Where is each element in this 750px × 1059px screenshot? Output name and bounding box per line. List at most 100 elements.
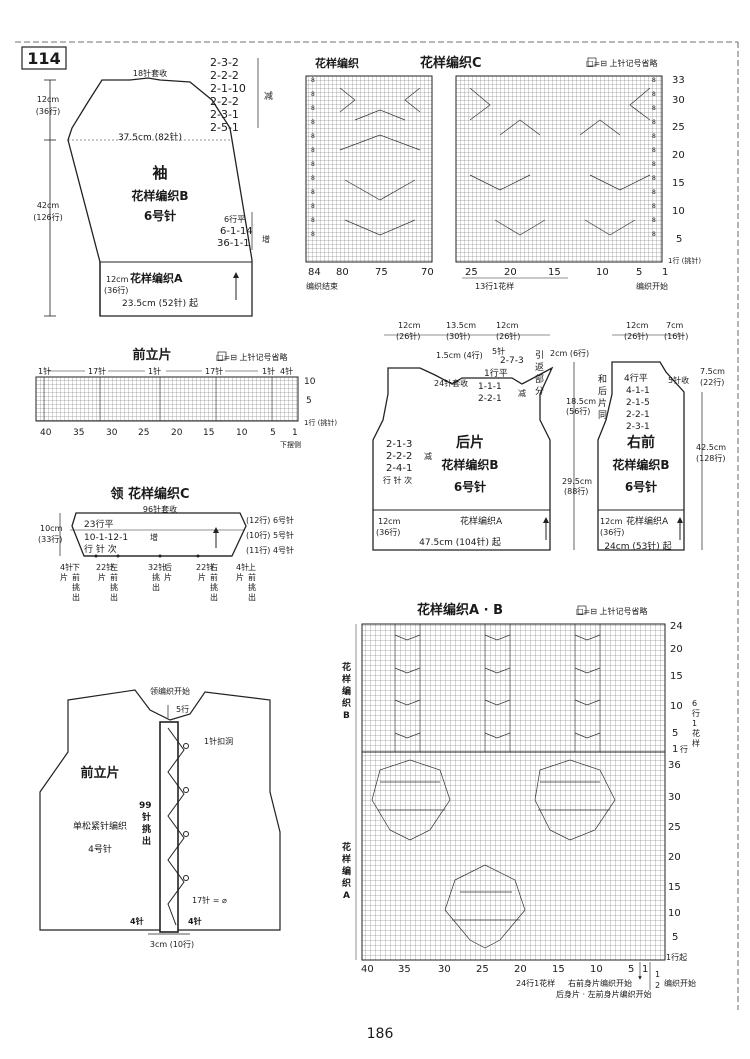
back-rib-height: 12cm xyxy=(378,517,401,526)
back-neck-bind: 24针套收 xyxy=(434,378,468,388)
svg-text:2-1-3: 2-1-3 xyxy=(386,439,412,450)
svg-text:2-2-1: 2-2-1 xyxy=(626,410,650,420)
svg-text:出: 出 xyxy=(210,592,218,602)
svg-text:花: 花 xyxy=(342,841,351,853)
chart-ab-left-b: 花 样 编 织 B xyxy=(342,661,351,721)
right-front-diagram xyxy=(597,334,703,551)
back-shoulder: 2cm (6行) xyxy=(550,348,589,358)
svg-text:17针: 17针 xyxy=(88,366,106,376)
right-front-neck-decrease: 4行平 4-1-1 2-1-5 2-2-1 2-3-1 xyxy=(624,372,650,432)
sleeve-cuff-height: 12cm xyxy=(106,275,129,284)
chart-ab-grid xyxy=(361,623,666,961)
svg-text:8: 8 xyxy=(652,147,656,154)
svg-text:出: 出 xyxy=(72,592,80,602)
svg-text:1行平: 1行平 xyxy=(484,367,508,379)
svg-text:样: 样 xyxy=(692,738,700,748)
svg-text:20: 20 xyxy=(670,644,683,655)
svg-text:2-7-3: 2-7-3 xyxy=(500,356,524,366)
sleeve-upper-width: 37.5cm (82针) xyxy=(118,131,182,143)
svg-text:99: 99 xyxy=(139,801,152,811)
svg-text:上: 上 xyxy=(248,563,256,572)
svg-text:挑: 挑 xyxy=(72,582,80,592)
svg-text:8: 8 xyxy=(311,133,315,140)
svg-text:2-1-10: 2-1-10 xyxy=(210,82,246,95)
svg-text:前: 前 xyxy=(72,572,80,582)
svg-text:17针: 17针 xyxy=(205,366,223,376)
svg-text:8: 8 xyxy=(652,105,656,112)
back-bottom: 47.5cm (104针) 起 xyxy=(419,536,501,548)
right-front-neck-depth: 7.5cm xyxy=(700,367,725,376)
collar-pickups: 4针 22针 32针 22针 4针 下 前 挑 出 片 左 前 挑 出 片 后 … xyxy=(60,562,256,602)
chart-ab-legend: □=⊟ 上针记号省略 xyxy=(576,606,648,616)
svg-text:25: 25 xyxy=(668,822,681,833)
svg-text:挑: 挑 xyxy=(110,582,118,592)
right-front-neck-rows: (22行) xyxy=(700,377,724,387)
right-front-same-as-back: 和 后 片 同 xyxy=(598,374,607,421)
svg-text:1针: 1针 xyxy=(38,366,51,376)
front-band-top-count: 5行 xyxy=(176,704,189,714)
back-diagram xyxy=(372,334,575,551)
svg-text:挑: 挑 xyxy=(210,582,218,592)
back-dec-word: 减 xyxy=(518,388,526,398)
svg-text:织: 织 xyxy=(342,697,351,709)
svg-text:6-1-14: 6-1-14 xyxy=(220,226,253,237)
svg-text:20: 20 xyxy=(514,964,527,975)
back-rib: 花样编织A xyxy=(460,515,503,527)
svg-text:10: 10 xyxy=(304,377,316,387)
right-front-top-widths: 12cm (26针) 7cm (16针) xyxy=(624,321,688,341)
svg-text:12cm: 12cm xyxy=(398,321,421,330)
front-band-legend: □=⊟ 上针记号省略 xyxy=(216,352,288,362)
collar-inc: 增 xyxy=(150,532,158,542)
svg-text:36: 36 xyxy=(668,760,681,771)
svg-text:20: 20 xyxy=(504,267,517,278)
back-neck-decrease: 2-7-3 1行平 1-1-1 2-2-1 xyxy=(478,356,524,404)
chart-ab-bottom-ticks: 40 35 30 25 20 15 10 5 1 xyxy=(361,964,648,975)
svg-text:10: 10 xyxy=(590,964,603,975)
collar-top-bind: 96针套收 xyxy=(143,504,177,514)
svg-text:8: 8 xyxy=(652,217,656,224)
svg-text:8: 8 xyxy=(311,119,315,126)
svg-text:1: 1 xyxy=(292,428,298,438)
svg-text:22针: 22针 xyxy=(96,562,114,572)
back-armhole-dec-word: 减 xyxy=(424,451,432,461)
svg-text:行 针 次: 行 针 次 xyxy=(84,543,117,555)
chart-ab-mark2: 2 xyxy=(655,981,660,990)
svg-text:30: 30 xyxy=(672,95,685,106)
svg-text:同: 同 xyxy=(598,410,607,421)
svg-text:部: 部 xyxy=(535,373,544,385)
svg-text:片: 片 xyxy=(60,572,68,582)
svg-text:4针: 4针 xyxy=(60,562,73,572)
pattern-number: 114 xyxy=(27,49,60,68)
svg-text:15: 15 xyxy=(552,964,565,975)
svg-text:2-3-1: 2-3-1 xyxy=(210,108,239,121)
svg-text:22针: 22针 xyxy=(196,562,214,572)
svg-text:6行平: 6行平 xyxy=(224,214,245,224)
svg-text:25: 25 xyxy=(465,267,478,278)
chart-ab-rows-top: 24 20 15 10 5 1 xyxy=(670,621,683,755)
svg-text:36-1-1: 36-1-1 xyxy=(217,238,250,249)
svg-text:32针: 32针 xyxy=(148,562,166,572)
chart-c-bottom-ticks: 84 80 75 70 25 20 15 10 5 1 xyxy=(308,267,668,278)
svg-text:5: 5 xyxy=(672,932,678,943)
right-front-needle: 6号针 xyxy=(625,479,657,494)
right-front-rib: 花样编织A xyxy=(626,515,669,527)
right-front-title: 右前 xyxy=(626,434,655,451)
back-rib-rows: (36行) xyxy=(376,527,400,537)
svg-text:2-4-1: 2-4-1 xyxy=(386,463,412,474)
svg-text:片: 片 xyxy=(164,572,172,582)
back-armhole-height: 18.5cm xyxy=(566,397,596,406)
svg-text:40: 40 xyxy=(40,428,52,438)
svg-text:1针: 1针 xyxy=(148,366,161,376)
svg-text:8: 8 xyxy=(652,133,656,140)
svg-text:15: 15 xyxy=(668,882,681,893)
svg-text:8: 8 xyxy=(311,189,315,196)
svg-text:(12行) 6号针: (12行) 6号针 xyxy=(246,515,294,525)
svg-text:出: 出 xyxy=(142,835,151,847)
collar-diagram xyxy=(59,512,247,558)
svg-text:10: 10 xyxy=(236,428,248,438)
svg-text:8: 8 xyxy=(311,147,315,154)
svg-text:引: 引 xyxy=(535,350,544,361)
chart-ab-row-label: 行 xyxy=(680,744,688,754)
svg-text:8: 8 xyxy=(652,189,656,196)
